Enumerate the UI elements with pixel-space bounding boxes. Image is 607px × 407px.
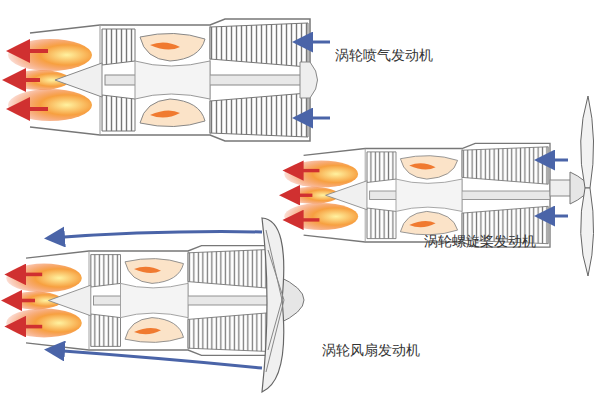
engine-label: 涡轮风扇发动机 bbox=[322, 341, 420, 359]
engine-label: 涡轮喷气发动机 bbox=[335, 46, 433, 64]
turbofan-engine bbox=[6, 218, 304, 392]
turbojet-engine bbox=[8, 19, 330, 141]
turboprop-engine bbox=[284, 96, 593, 276]
engine-label: 涡轮螺旋桨发动机 bbox=[424, 232, 536, 250]
